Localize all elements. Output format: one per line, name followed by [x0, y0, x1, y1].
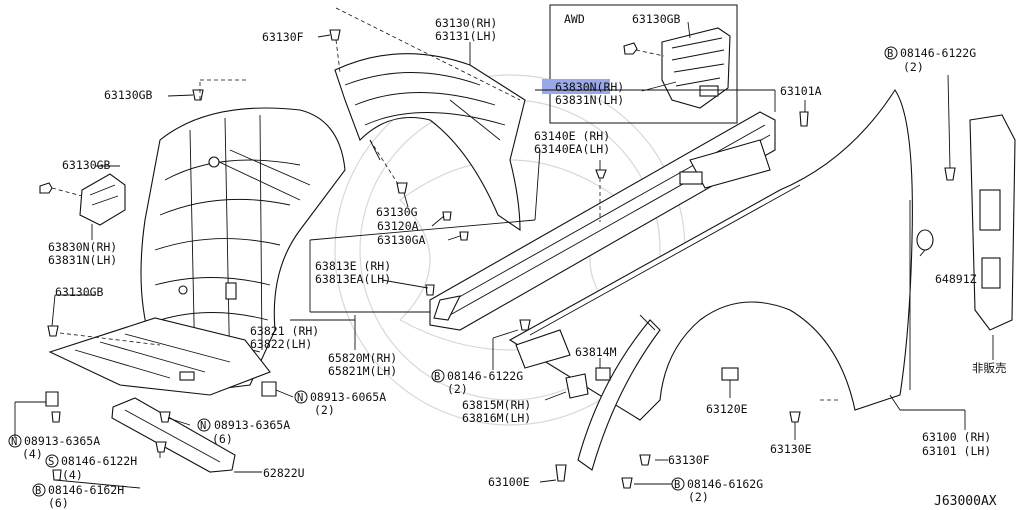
qty-08146-6162h: (6): [48, 496, 69, 510]
bolt-symbol: B: [674, 479, 680, 491]
label-63130-rh[interactable]: 63130(RH): [435, 16, 497, 30]
label-63130f-top[interactable]: 63130F: [262, 30, 304, 44]
awd-label-63830n-rh[interactable]: 63830N(RH): [555, 80, 624, 94]
nut-08913-6065a: N: [294, 390, 308, 404]
lower-protector: [111, 397, 236, 473]
fender-liner-front: [140, 107, 346, 391]
label-63101-lh[interactable]: 63101 (LH): [922, 444, 991, 458]
bolt-08146-6162h: B: [32, 483, 46, 497]
label-63831n-lh[interactable]: 63831N(LH): [48, 253, 117, 267]
label-63815m-rh[interactable]: 63815M(RH): [462, 398, 531, 412]
label-63130gb-lower[interactable]: 63130GB: [55, 285, 104, 299]
bracket-63830n: [39, 173, 126, 226]
nut-08913-6365a-left: N: [8, 434, 22, 448]
nut-symbol: N: [297, 392, 303, 404]
label-63140ea-lh[interactable]: 63140EA(LH): [534, 142, 610, 156]
side-rail-seal: [429, 111, 776, 331]
label-63830n-rh[interactable]: 63830N(RH): [48, 240, 117, 254]
label-63101a[interactable]: 63101A: [780, 84, 822, 98]
label-08913-6365a-right[interactable]: 08913-6365A: [214, 418, 290, 432]
label-62822u[interactable]: 62822U: [263, 466, 305, 480]
diagram-code: J63000AX: [934, 494, 997, 509]
awd-inset-box: [542, 4, 738, 124]
label-08146-6122g-mid[interactable]: 08146-6122G: [447, 369, 523, 383]
label-63814m[interactable]: 63814M: [575, 345, 617, 359]
nut-symbol: N: [11, 436, 17, 448]
awd-label-63130gb[interactable]: 63130GB: [632, 12, 681, 26]
qty-08913-6065a: (2): [314, 403, 335, 417]
label-63140e-rh[interactable]: 63140E (RH): [534, 129, 610, 143]
label-63813ea-lh[interactable]: 63813EA(LH): [315, 272, 391, 286]
bolt-symbol: B: [35, 485, 41, 497]
bolt-symbol: B: [887, 48, 893, 60]
label-08146-6122h[interactable]: 08146-6122H: [61, 454, 137, 468]
fender-side-trim: [969, 114, 1016, 331]
bolt-symbol: B: [434, 371, 440, 383]
qty-08913-6365a-right: (6): [212, 432, 233, 446]
label-63120e[interactable]: 63120E: [706, 402, 748, 416]
label-63822-lh[interactable]: 63822(LH): [250, 337, 312, 351]
fender-liner-rear: [334, 53, 526, 232]
label-63131-lh[interactable]: 63131(LH): [435, 29, 497, 43]
label-08913-6365a-left[interactable]: 08913-6365A: [24, 434, 100, 448]
label-63130ga[interactable]: 63130GA: [377, 233, 426, 247]
label-63130gb-left[interactable]: 63130GB: [104, 88, 153, 102]
qty-08146-6162g: (2): [688, 490, 709, 504]
undercover-panel: [48, 317, 271, 396]
leader-lines: [14, 7, 994, 489]
label-63130e[interactable]: 63130E: [770, 442, 812, 456]
nut-symbol: N: [200, 420, 206, 432]
label-not-for-sale: 非販売: [972, 361, 1007, 375]
wheel-arch-molding: [577, 314, 661, 471]
label-08146-6162g[interactable]: 08146-6162G: [687, 477, 763, 491]
label-63821-rh[interactable]: 63821 (RH): [250, 324, 319, 338]
label-63100-rh[interactable]: 63100 (RH): [922, 430, 991, 444]
bolt-08146-6122g-top: B: [884, 46, 898, 60]
label-63130g[interactable]: 63130G: [376, 205, 418, 219]
label-64891z[interactable]: 64891Z: [935, 272, 977, 286]
qty-08146-6122h: (4): [62, 468, 83, 482]
awd-label-63831n-lh[interactable]: 63831N(LH): [555, 93, 624, 107]
nut-08913-6365a-right: N: [197, 418, 211, 432]
bolt-08146-6122g-mid: B: [431, 369, 445, 383]
screw-08146-6122h: S: [45, 454, 59, 468]
front-fender: [508, 88, 934, 421]
qty-08146-6122g-mid: (2): [447, 382, 468, 396]
label-08146-6122g-top[interactable]: 08146-6122G: [900, 46, 976, 60]
label-63130gb-side[interactable]: 63130GB: [62, 158, 111, 172]
label-65821m-lh[interactable]: 65821M(LH): [328, 364, 397, 378]
awd-title: AWD: [564, 12, 585, 26]
label-63813e-rh[interactable]: 63813E (RH): [315, 259, 391, 273]
qty-08146-6122g-top: (2): [903, 60, 924, 74]
label-08146-6162h[interactable]: 08146-6162H: [48, 483, 124, 497]
qty-08913-6365a-left: (4): [22, 447, 43, 461]
label-63120a[interactable]: 63120A: [377, 219, 419, 233]
screw-symbol: S: [48, 456, 54, 468]
label-65820m-rh[interactable]: 65820M(RH): [328, 351, 397, 365]
label-63816m-lh[interactable]: 63816M(LH): [462, 411, 531, 425]
label-63130f-bottom[interactable]: 63130F: [668, 453, 710, 467]
label-08913-6065a[interactable]: 08913-6065A: [310, 390, 386, 404]
bolt-08146-6162g: B: [671, 477, 685, 491]
label-63100e[interactable]: 63100E: [488, 475, 530, 489]
